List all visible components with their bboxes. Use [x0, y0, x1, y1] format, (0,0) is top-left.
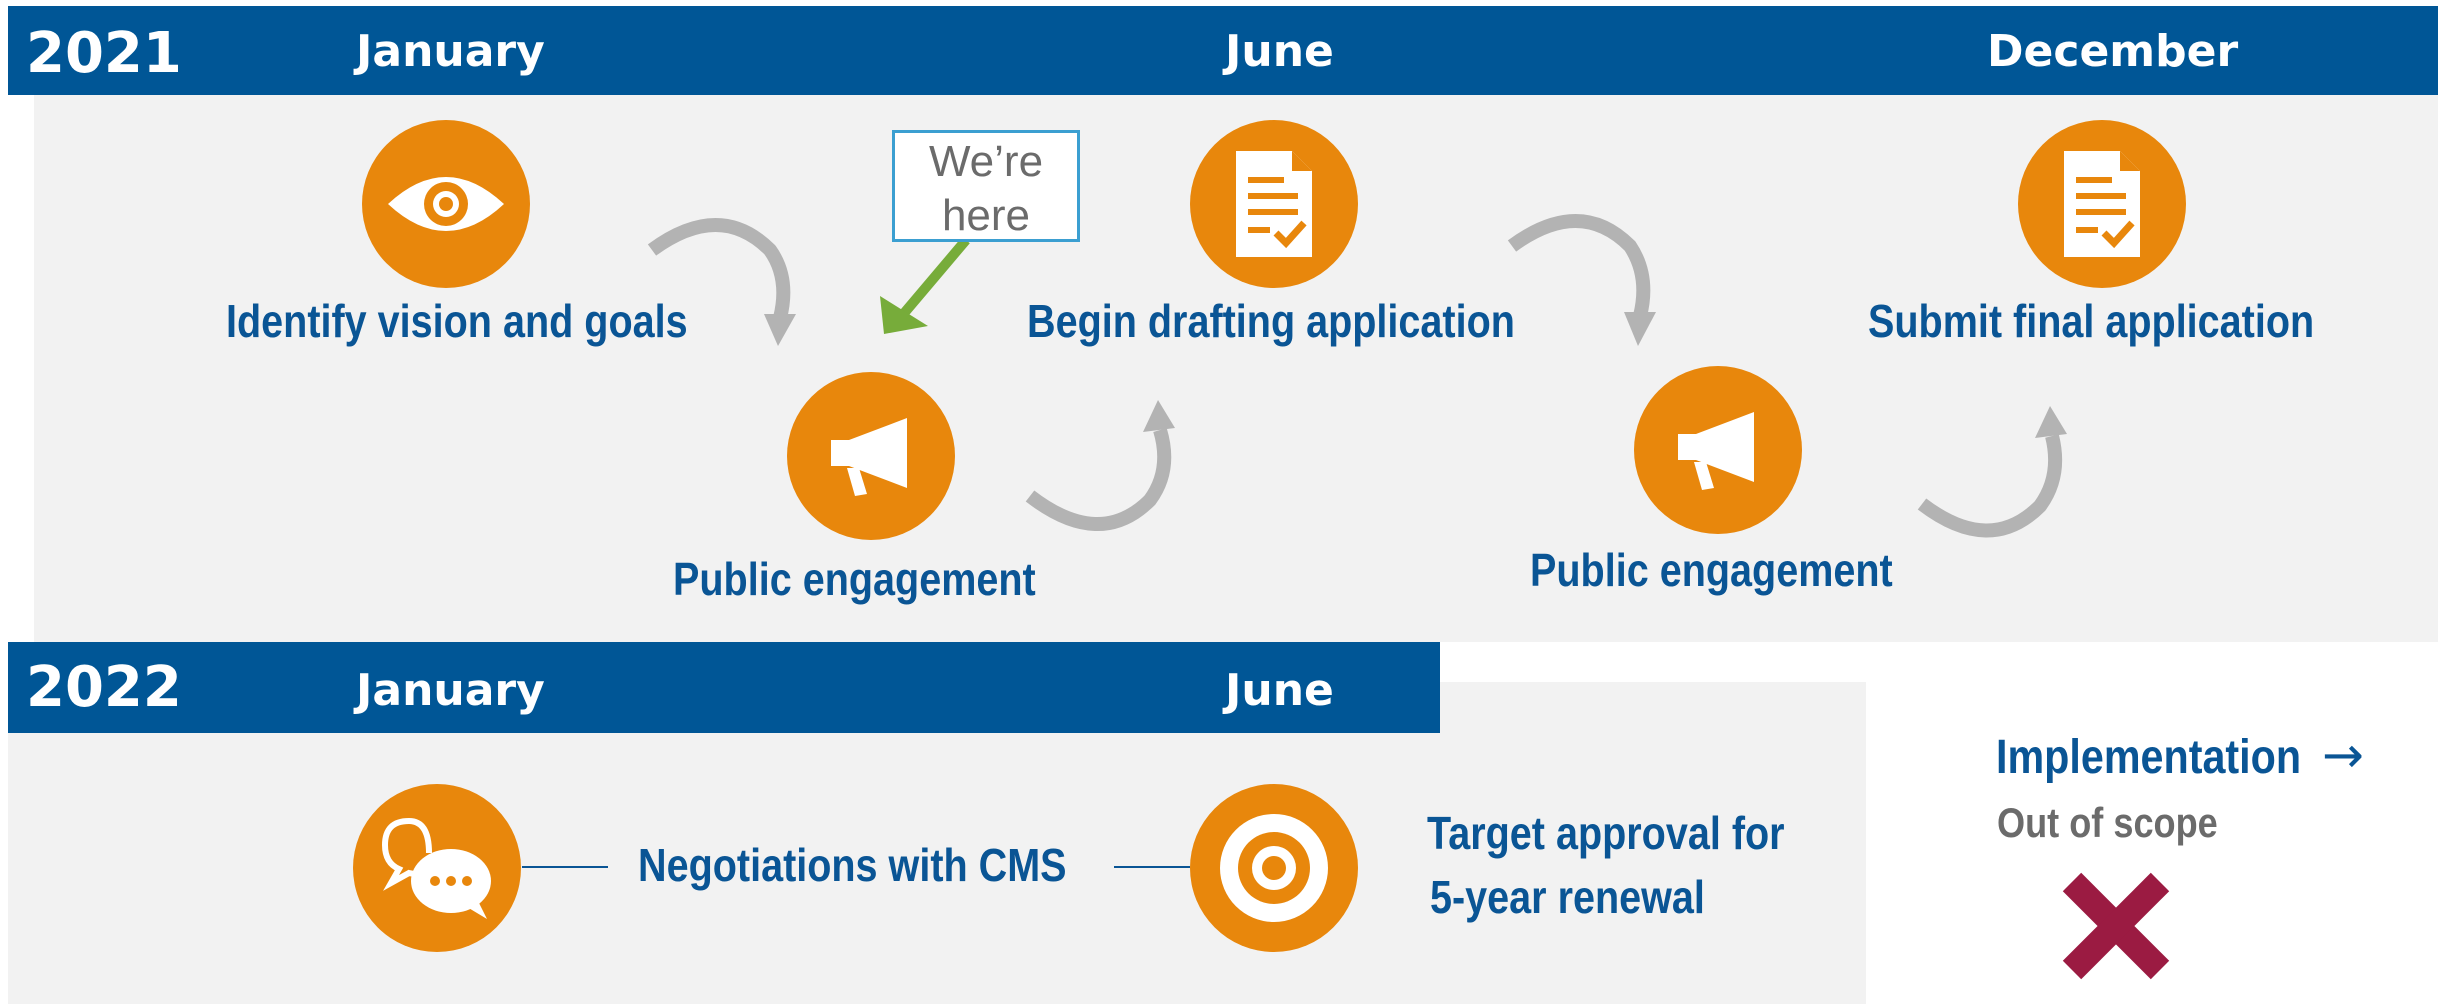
- step-submit-circle: [2018, 120, 2186, 288]
- flow-arrow-head-down-2: [1624, 312, 1656, 346]
- implementation-title: Implementation: [1996, 731, 2302, 784]
- month-january-2022: January: [356, 665, 545, 716]
- were-here-callout: We’re here: [892, 130, 1080, 242]
- month-december-2021: December: [1987, 26, 2239, 77]
- flow-arrow-down-2: [1507, 214, 1651, 318]
- flow-arrow-head-up-2: [2035, 406, 2067, 438]
- year-2022-label: 2022: [26, 655, 182, 720]
- step-submit-label: Submit final application: [1868, 295, 2315, 347]
- implementation-heading: Implementation: [1996, 734, 2351, 782]
- flow-arrow-head-up-1: [1143, 400, 1175, 432]
- panel-2022: [8, 682, 1866, 1004]
- step-vision-circle: [362, 120, 530, 288]
- step-drafting-label: Begin drafting application: [1027, 295, 1515, 347]
- red-x-icon: [2062, 872, 2170, 980]
- month-june-2022: June: [1225, 665, 1334, 716]
- eye-icon: [388, 177, 504, 231]
- pointer-arrow-head: [880, 296, 928, 334]
- out-of-scope-label: Out of scope: [1997, 799, 2218, 846]
- step-engagement-1-circle: [787, 372, 955, 540]
- document-check-icon: [2064, 151, 2140, 257]
- step-negotiations-label: Negotiations with CMS: [638, 839, 1067, 891]
- callout-line-1: We’re: [928, 137, 1044, 186]
- year-band-2021: [8, 6, 2438, 95]
- chat-bubbles-icon: [381, 817, 491, 919]
- step-engagement-2-circle: [1634, 366, 1802, 534]
- megaphone-icon: [831, 418, 907, 496]
- connector-line-2: [1114, 866, 1190, 868]
- right-arrow-icon: →: [2322, 726, 2364, 784]
- step-engagement-1-label: Public engagement: [673, 553, 1036, 605]
- pointer-arrow-line: [896, 236, 970, 322]
- flow-arrow-up-2: [1917, 434, 2063, 538]
- year-2021-label: 2021: [26, 21, 182, 86]
- callout-line-2: here: [941, 190, 1031, 240]
- connector-line-1: [522, 866, 608, 868]
- step-target-label-line-1: Target approval for: [1427, 807, 1785, 859]
- year-band-2022: [8, 642, 1440, 733]
- megaphone-icon: [1678, 412, 1754, 490]
- document-check-icon: [1236, 151, 1312, 257]
- flow-arrow-up-1: [1025, 427, 1172, 531]
- month-january-2021: January: [356, 26, 545, 77]
- step-negotiations-circle: [353, 784, 521, 952]
- step-engagement-2-label: Public engagement: [1530, 544, 1893, 596]
- target-icon: [1220, 814, 1328, 922]
- step-target-circle: [1190, 784, 1358, 952]
- step-target-label-line-2: 5-year renewal: [1430, 871, 1705, 923]
- flow-arrow-down-1: [647, 218, 791, 320]
- month-june-2021: June: [1225, 26, 1334, 77]
- flow-arrows: [647, 214, 2067, 538]
- step-vision-label: Identify vision and goals: [226, 295, 688, 347]
- step-drafting-circle: [1190, 120, 1358, 288]
- flow-arrow-head-down-1: [764, 314, 796, 346]
